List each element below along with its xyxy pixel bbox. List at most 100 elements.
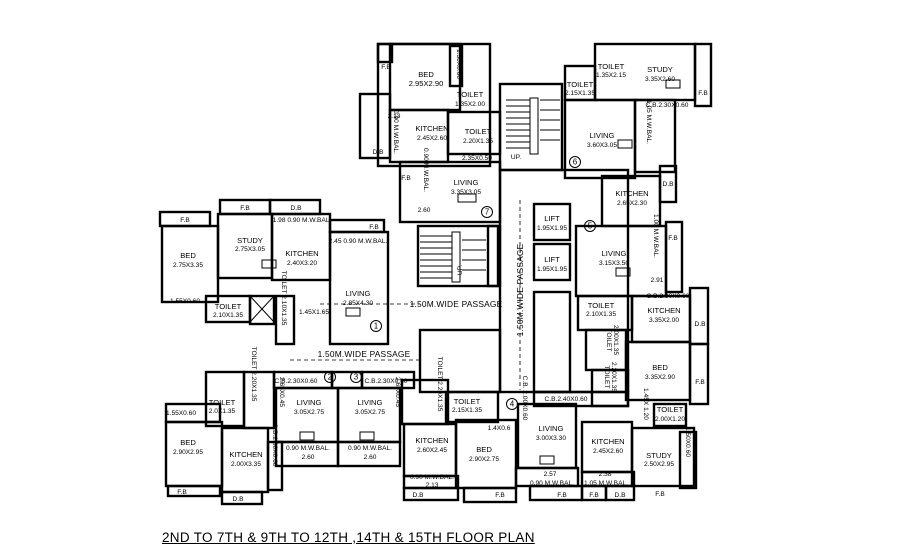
flat-number-circle — [370, 320, 382, 332]
label-fb: F.B — [180, 217, 190, 224]
staircase-top — [506, 97, 560, 155]
label-kitchen-size: 2.40X3.20 — [287, 260, 317, 267]
label-study-size: 3.35X2.60 — [645, 76, 675, 83]
label-dim: 2.13 — [388, 113, 401, 120]
room-labels: F.B 1.50X0.60 BED 2.95X2.90 TOILET 1.35X… — [166, 49, 708, 503]
label-mwbal: 0.90 M.W.BAL. — [348, 445, 392, 452]
label-toilet-size: 1.35X2.15 — [596, 72, 626, 79]
label-mwbal: 1.05 M.W.BAL. — [584, 480, 628, 487]
label-toilet: TOILET — [465, 127, 492, 136]
label-cb: C.B.2.30X0.60 — [646, 102, 689, 109]
label-db: D.B — [233, 496, 245, 503]
label-study: STUDY — [237, 236, 263, 245]
label-toilet-size: 2.0X1.35 — [209, 408, 236, 415]
label-fb: F.B — [381, 64, 391, 71]
label-bed: BED — [180, 251, 196, 260]
label-fb: F.B — [698, 90, 708, 97]
label-fb: F.B — [655, 491, 665, 498]
label-dim: 1.50X0.60 — [455, 49, 462, 79]
label-dim: 2.38 — [599, 471, 612, 478]
label-kitchen: KITCHEN — [415, 436, 448, 445]
flat-number: 2 — [328, 373, 333, 382]
label-study-size: 2.75X3.05 — [235, 246, 265, 253]
label-toilet-size: 2.10X1.35 — [213, 312, 243, 319]
label-mwbal: 0.90 M.W.BAL. — [392, 110, 399, 154]
label-dim: 1.50X0.60 — [684, 427, 691, 457]
label-bed: BED — [418, 70, 434, 79]
label-up: UP. — [457, 265, 464, 275]
label-bed-size: 2.90X2.95 — [173, 449, 203, 456]
flat-number: 4 — [510, 400, 515, 409]
label-lift-size: 1.95X1.95 — [537, 225, 567, 232]
label-living: LIVING — [454, 178, 479, 187]
label-toilet-size: 2.20X1.35 — [610, 362, 617, 392]
staircase-mid — [420, 231, 486, 283]
label-toilet: TOILET — [603, 366, 610, 389]
label-mwbal: 1.00 M.W.BAL. — [652, 214, 659, 258]
label-dim: 2.91 — [651, 277, 664, 284]
outer-walls — [158, 42, 713, 506]
label-toilet-size: 2.00X1.20 — [655, 416, 685, 423]
label-db: D.B — [615, 492, 627, 499]
label-mwbal: 0.90 M.W.BAL. — [286, 445, 330, 452]
label-living: LIVING — [539, 424, 564, 433]
label-bed-size: 2.95X2.90 — [409, 79, 444, 88]
label-lift: LIFT — [544, 214, 560, 223]
flat-number: 1 — [374, 322, 379, 331]
label-study: STUDY — [647, 65, 673, 74]
flat-number-circle — [569, 156, 581, 168]
flat-number-circle — [481, 206, 493, 218]
label-dim: 2.57 — [544, 471, 557, 478]
label-toilet: TOILET 2.20X1.35 — [436, 357, 443, 412]
label-lift: LIFT — [544, 255, 560, 264]
label-living-size: 3.00X3.30 — [536, 435, 566, 442]
label-kitchen-size: 2.65X2.30 — [617, 200, 647, 207]
label-db: D.B — [373, 149, 385, 156]
label-toilet: TOILET — [588, 301, 615, 310]
label-living-size: 3.05X2.75 — [355, 409, 385, 416]
label-db: D.B — [291, 205, 303, 212]
label-passage: 1.50M.WIDE PASSAGE — [318, 349, 411, 359]
label-kitchen: KITCHEN — [591, 437, 624, 446]
label-db: D.B — [695, 321, 707, 328]
label-living: LIVING — [602, 249, 627, 258]
label-fb: F.B — [240, 205, 250, 212]
label-fb: F.B — [695, 379, 705, 386]
label-cb: C.B.2.30X0.60 — [647, 293, 690, 300]
label-dim: 2.65X0.45 — [278, 377, 285, 407]
thin-lines — [249, 79, 681, 465]
label-kitchen-size: 2.00X3.35 — [231, 461, 261, 468]
label-kitchen: KITCHEN — [615, 189, 648, 198]
label-bed-size: 2.75X3.35 — [173, 262, 203, 269]
label-toilet: TOILET — [454, 397, 481, 406]
label-mwbal: 2.45 0.90 M.W.BAL. — [329, 238, 388, 245]
label-dim: 2.60 — [364, 454, 377, 461]
label-living-size: 3.15X3.50 — [599, 260, 629, 267]
flat-number: 6 — [573, 158, 578, 167]
label-dim: 2.13 — [426, 482, 439, 489]
label-dim: 1.4X0.6 — [488, 425, 511, 432]
label-dim: 2.60 — [302, 454, 315, 461]
label-dim: 2.35X0.50 — [462, 155, 492, 162]
label-living: LIVING — [358, 398, 383, 407]
label-db: D.B — [663, 181, 675, 188]
label-fb: F.B — [177, 489, 187, 496]
label-cb: C.B.2.30X0.60 — [271, 424, 278, 467]
label-living-size: 3.35X3.05 — [451, 189, 481, 196]
label-study-size: 2.50X2.95 — [644, 461, 674, 468]
label-passage: 1.50M.WIDE PASSAGE — [410, 299, 503, 309]
label-lift-size: 1.95X1.95 — [537, 266, 567, 273]
label-kitchen-size: 2.45X2.60 — [417, 135, 447, 142]
label-living: LIVING — [346, 289, 371, 298]
label-kitchen-size: 3.35X2.00 — [649, 317, 679, 324]
label-fb: F.B — [369, 224, 379, 231]
label-toilet: TOILET — [605, 329, 612, 352]
flat-number: 7 — [485, 208, 490, 217]
label-dim: 1.45X 1.20 — [642, 388, 649, 420]
label-kitchen: KITCHEN — [415, 124, 448, 133]
label-toilet: TOILET 2.10X1.35 — [280, 271, 287, 326]
flat-number: 3 — [354, 373, 359, 382]
label-cb: C.B.2.30X0.60 — [275, 378, 318, 385]
label-cb: C.B.2.40X0.60 — [545, 396, 588, 403]
